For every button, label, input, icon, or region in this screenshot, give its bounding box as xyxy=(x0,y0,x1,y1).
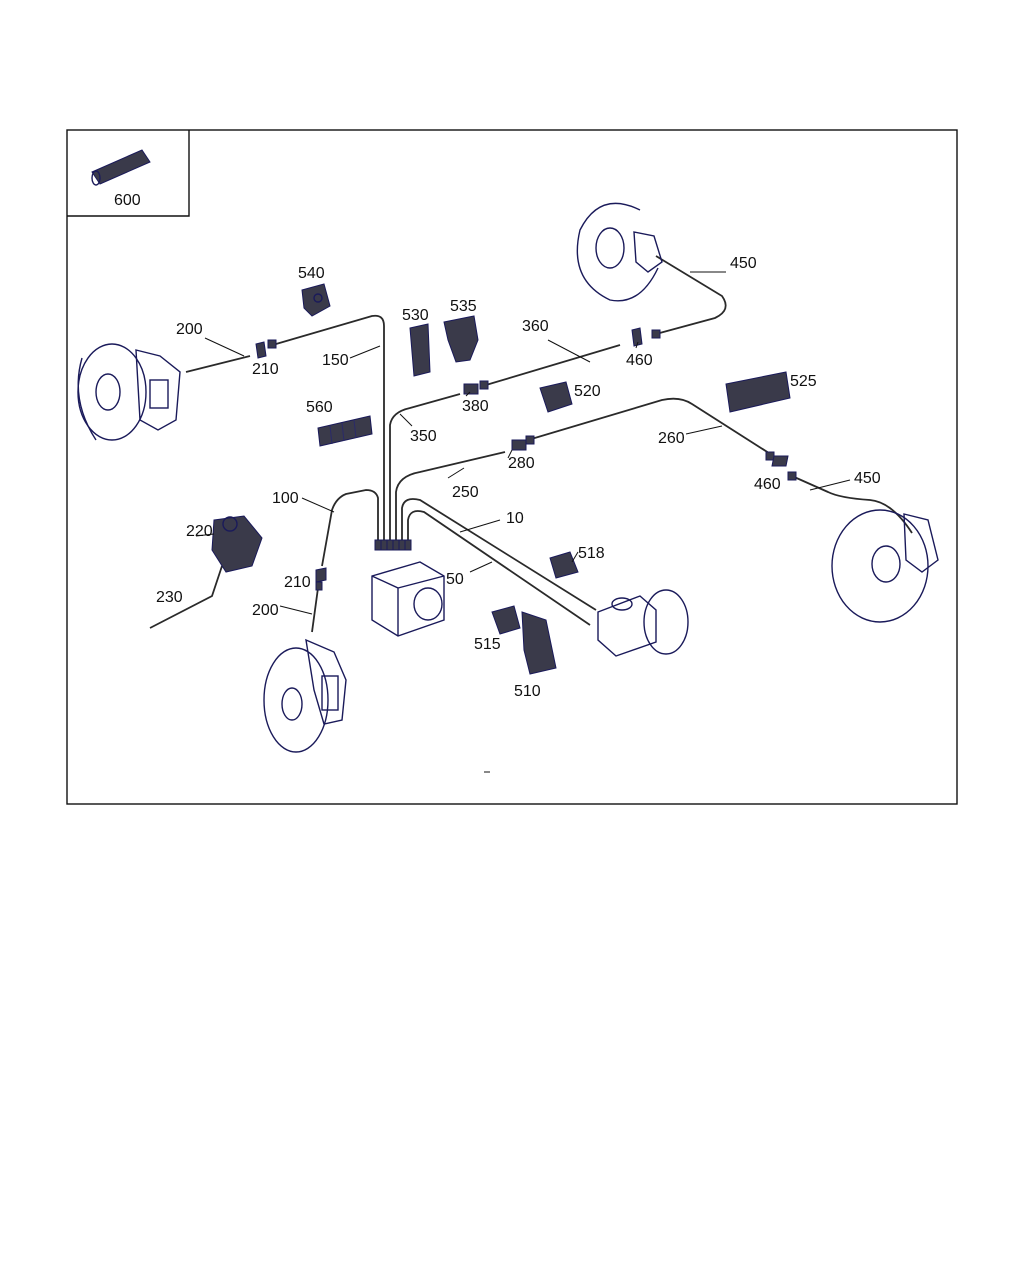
line-260 xyxy=(527,397,773,456)
label-520: 520 xyxy=(574,383,601,400)
part-labels: 600 540 530 535 360 450 200 210 150 460 … xyxy=(114,192,881,700)
rear-right-brake-disc xyxy=(831,509,939,623)
line-360 xyxy=(485,344,621,386)
holder-525 xyxy=(725,371,791,413)
inset-frame xyxy=(67,130,190,217)
label-450-top: 450 xyxy=(730,255,757,272)
label-380: 380 xyxy=(462,398,489,415)
label-600: 600 xyxy=(114,192,141,209)
label-260: 260 xyxy=(658,430,685,447)
label-220: 220 xyxy=(186,523,213,540)
connector-380 xyxy=(463,383,479,395)
label-525: 525 xyxy=(790,373,817,390)
clip-210-bottom xyxy=(315,567,327,583)
connector-280 xyxy=(511,439,527,451)
clip-518 xyxy=(549,551,579,579)
label-10: 10 xyxy=(506,510,524,527)
label-100: 100 xyxy=(272,490,299,507)
clip-530 xyxy=(409,323,431,377)
clip-535 xyxy=(443,315,479,363)
label-535: 535 xyxy=(450,298,477,315)
sleeve-600 xyxy=(91,149,151,186)
label-460-top: 460 xyxy=(626,352,653,369)
label-280: 280 xyxy=(508,455,535,472)
clip-210-top xyxy=(255,341,267,359)
clip-460-right xyxy=(771,455,789,467)
label-150: 150 xyxy=(322,352,349,369)
label-515: 515 xyxy=(474,636,501,653)
sensor-220 xyxy=(211,515,263,573)
label-230: 230 xyxy=(156,589,183,606)
label-530: 530 xyxy=(402,307,429,324)
bracket-510 xyxy=(521,611,557,675)
label-250: 250 xyxy=(452,484,479,501)
hose-200-front-right xyxy=(311,587,319,633)
hydraulic-unit xyxy=(371,561,445,637)
label-510: 510 xyxy=(514,683,541,700)
clip-520 xyxy=(539,381,573,413)
label-210-top: 210 xyxy=(252,361,279,378)
label-450-right: 450 xyxy=(854,470,881,487)
label-460-right: 460 xyxy=(754,476,781,493)
line-450-rear-right xyxy=(791,475,913,534)
line-150 xyxy=(275,314,385,545)
line-100 xyxy=(321,489,379,567)
diagram-frame xyxy=(66,129,958,805)
brake-booster xyxy=(597,589,689,657)
leader-lines xyxy=(195,271,851,615)
line-250 xyxy=(395,451,506,545)
line-50 xyxy=(407,510,591,626)
label-50: 50 xyxy=(446,571,464,588)
rear-left-brake-disc xyxy=(576,202,663,302)
clip-460-top xyxy=(631,327,643,347)
label-518: 518 xyxy=(578,545,605,562)
front-right-brake-disc xyxy=(263,638,347,753)
bracket-540 xyxy=(301,283,331,317)
front-left-brake-disc xyxy=(77,343,181,441)
sensor-515 xyxy=(491,605,521,635)
label-540: 540 xyxy=(298,265,325,282)
line-350 xyxy=(389,393,461,545)
label-200-bottom: 200 xyxy=(252,602,279,619)
label-360: 360 xyxy=(522,318,549,335)
label-350: 350 xyxy=(410,428,437,445)
line-450-rear-left xyxy=(655,255,727,335)
brake-lines xyxy=(149,255,913,633)
clip-strip-560 xyxy=(317,415,373,447)
label-200-top: 200 xyxy=(176,321,203,338)
sensor-cable-230 xyxy=(149,565,223,629)
hose-200-front-left xyxy=(185,355,251,373)
line-10 xyxy=(401,498,597,611)
label-560: 560 xyxy=(306,399,333,416)
label-210-bottom: 210 xyxy=(284,574,311,591)
